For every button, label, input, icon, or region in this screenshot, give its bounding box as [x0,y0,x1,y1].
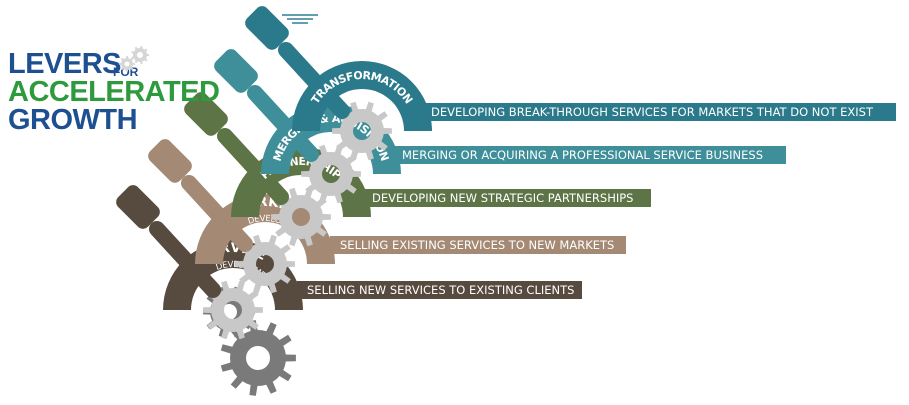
lever-description-market: SELLING EXISTING SERVICES TO NEW MARKETS [330,236,626,254]
lever-arc [195,194,335,264]
lever-handle-grip [148,139,192,183]
lever-description-partnership: DEVELOPING NEW STRATEGIC PARTNERSHIPS [362,189,651,207]
lever-stack: SERVICEDEVELOPMENTMARKETDEVELOPMENTPARTN… [116,6,432,340]
title-gear-icon [118,44,154,74]
lever-handle-grip [116,185,160,229]
signal-lines-icon [282,14,318,24]
title-accelerated: ACCELERATED [8,76,220,108]
lever-description-merging: MERGING OR ACQUIRING A PROFESSIONAL SERV… [392,146,786,164]
lever-handle-grip [184,92,228,136]
lever-0: TRANSFORMATION [245,6,432,161]
lever-arc [292,61,432,131]
lever-description-service: SELLING NEW SERVICES TO EXISTING CLIENTS [297,281,582,299]
lever-handle-grip [214,49,258,93]
lever-description-transformation: DEVELOPING BREAK-THROUGH SERVICES FOR MA… [421,103,896,121]
title-growth: GROWTH [8,104,138,136]
lever-handle-grip [245,6,289,50]
title-levers: LEVERS [8,48,122,80]
